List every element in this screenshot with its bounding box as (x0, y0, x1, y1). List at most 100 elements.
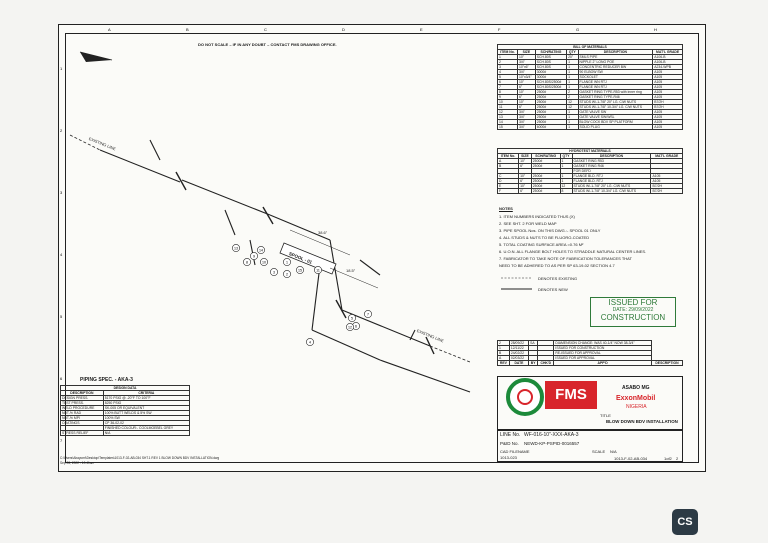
item-balloon-number: 2 (286, 272, 288, 276)
item-balloon (296, 266, 304, 274)
legend-new: DENOTES NEW (538, 287, 568, 292)
pipe-run (99, 139, 471, 393)
piping-spec: PIPING SPEC. - AKA-3 (80, 377, 133, 383)
design-cell: STRESS RELIEF (60, 430, 104, 436)
grid-label-top: F (498, 27, 501, 32)
hydrotest-cell: STUDS W/-1-7/8" 10-3/4" LG. C/W NUTS (571, 188, 652, 194)
hydrotest-cell: 8 (559, 188, 573, 194)
note-item: 4. ALL STUDS & NUTS TO BE FLUORO-COATED (499, 235, 590, 240)
bom-cell: 6000# (534, 124, 568, 130)
item-balloon-number: 13 (234, 246, 238, 250)
stamp-date: DATE: 29/09/2022 (612, 307, 654, 313)
item-balloon-number: 11 (316, 268, 320, 272)
notes-title: NOTES (499, 206, 513, 211)
revision-header: DESCRIPTION (650, 360, 684, 366)
north-arrow-icon (80, 52, 112, 62)
item-balloon (346, 323, 354, 331)
hydrotest-cell: B7/2H (650, 188, 683, 194)
hydrotest-header: SCH/RATING (530, 153, 561, 159)
grid-label-left: 1 (60, 66, 63, 71)
item-balloon (364, 310, 372, 318)
scale-value: N/A (610, 449, 617, 454)
item-balloon (232, 244, 240, 252)
grid-label-top: C (264, 27, 267, 32)
item-balloon-number: 5 (351, 316, 353, 320)
bom-cell: 15 (497, 124, 518, 130)
fms-logo: FMS (545, 381, 597, 409)
spool-tag (279, 242, 337, 275)
item-balloon (257, 246, 265, 254)
item-balloon (348, 314, 356, 322)
design-cell: N/A (102, 430, 191, 436)
item-balloon-number: 10 (262, 260, 266, 264)
note-item: 2. SEE SHT. 2 FOR WELD MAP (499, 221, 557, 226)
grid-label-left: 3 (60, 190, 63, 195)
dimension-lines (289, 229, 379, 289)
drawing-border (65, 33, 699, 463)
hydrotest-header: MAT'L GRADE (650, 153, 683, 159)
bom-cell: 1 (566, 124, 579, 130)
hydrotest-cell: F (496, 188, 520, 194)
pid-value: NEWD-KP-PSPID-0016557 (524, 441, 580, 446)
hydrotest-cell: 6" (518, 188, 532, 194)
issued-for-construction-stamp: ISSUED FOR DATE: 29/09/2022 CONSTRUCTION (590, 297, 676, 327)
client-country: NIGERIA (626, 404, 647, 410)
project-name: ASABO MG (622, 385, 650, 391)
drawing-title: BLOW DOWN BDV INSTALLATION (606, 419, 678, 424)
item-balloon-number: 3 (273, 270, 275, 274)
item-balloon-number: 12 (348, 325, 352, 329)
cad-label: CAD FILENAME (500, 449, 530, 454)
line-info-block (497, 430, 683, 462)
grid-label-top: A (108, 27, 111, 32)
grid-label-left: 2 (60, 128, 63, 133)
bom-header: ITEM No. (497, 49, 518, 55)
camscanner-badge[interactable]: CS (672, 509, 698, 535)
note-item: 1. ITEM NUMBERS INDICATED THUS (X) (499, 214, 575, 219)
grid-label-top: D (342, 27, 345, 32)
cad-value: 1013-023 (500, 455, 517, 460)
pid-label: P&ID No. (500, 441, 519, 446)
revision-header: APP'D (553, 360, 652, 366)
line-no-value: WF-016-10"-XXX-AKA-3 (524, 432, 579, 438)
client-logo: ExxonMobil (616, 395, 656, 402)
line-no-label: LINE No. (500, 432, 521, 438)
title-block (497, 376, 683, 430)
grid-label-top: H (654, 27, 657, 32)
item-balloon-number: 9 (253, 254, 255, 258)
item-balloon (283, 270, 291, 278)
revision-header: DATE (508, 360, 530, 366)
note-item: 5. TOTAL COATING SURFACE AREA =0.76 M² (499, 242, 584, 247)
flanges (175, 171, 435, 355)
revision-header: BY (528, 360, 539, 366)
item-balloon-number: 15 (298, 268, 302, 272)
grid-label-left: 6 (60, 376, 63, 381)
item-balloon (283, 258, 291, 266)
item-balloon-number: 7 (367, 312, 369, 316)
note-item: 7. FABRICATOR TO TAKE NOTE OF FABRICATIO… (499, 256, 632, 261)
item-balloon-number: 1 (286, 260, 288, 264)
item-balloon (260, 258, 268, 266)
revision-header: CHK'D (537, 360, 555, 366)
item-balloon-number: 8 (246, 260, 248, 264)
bom-cell: SOLID PLUG (577, 124, 654, 130)
dwg-number: 1013-F-02-AB-034 (614, 456, 648, 461)
item-balloon-number: 6 (355, 324, 357, 328)
sheet-number: 1of2 (664, 456, 672, 461)
stamp-line1: ISSUED FOR (608, 298, 658, 307)
